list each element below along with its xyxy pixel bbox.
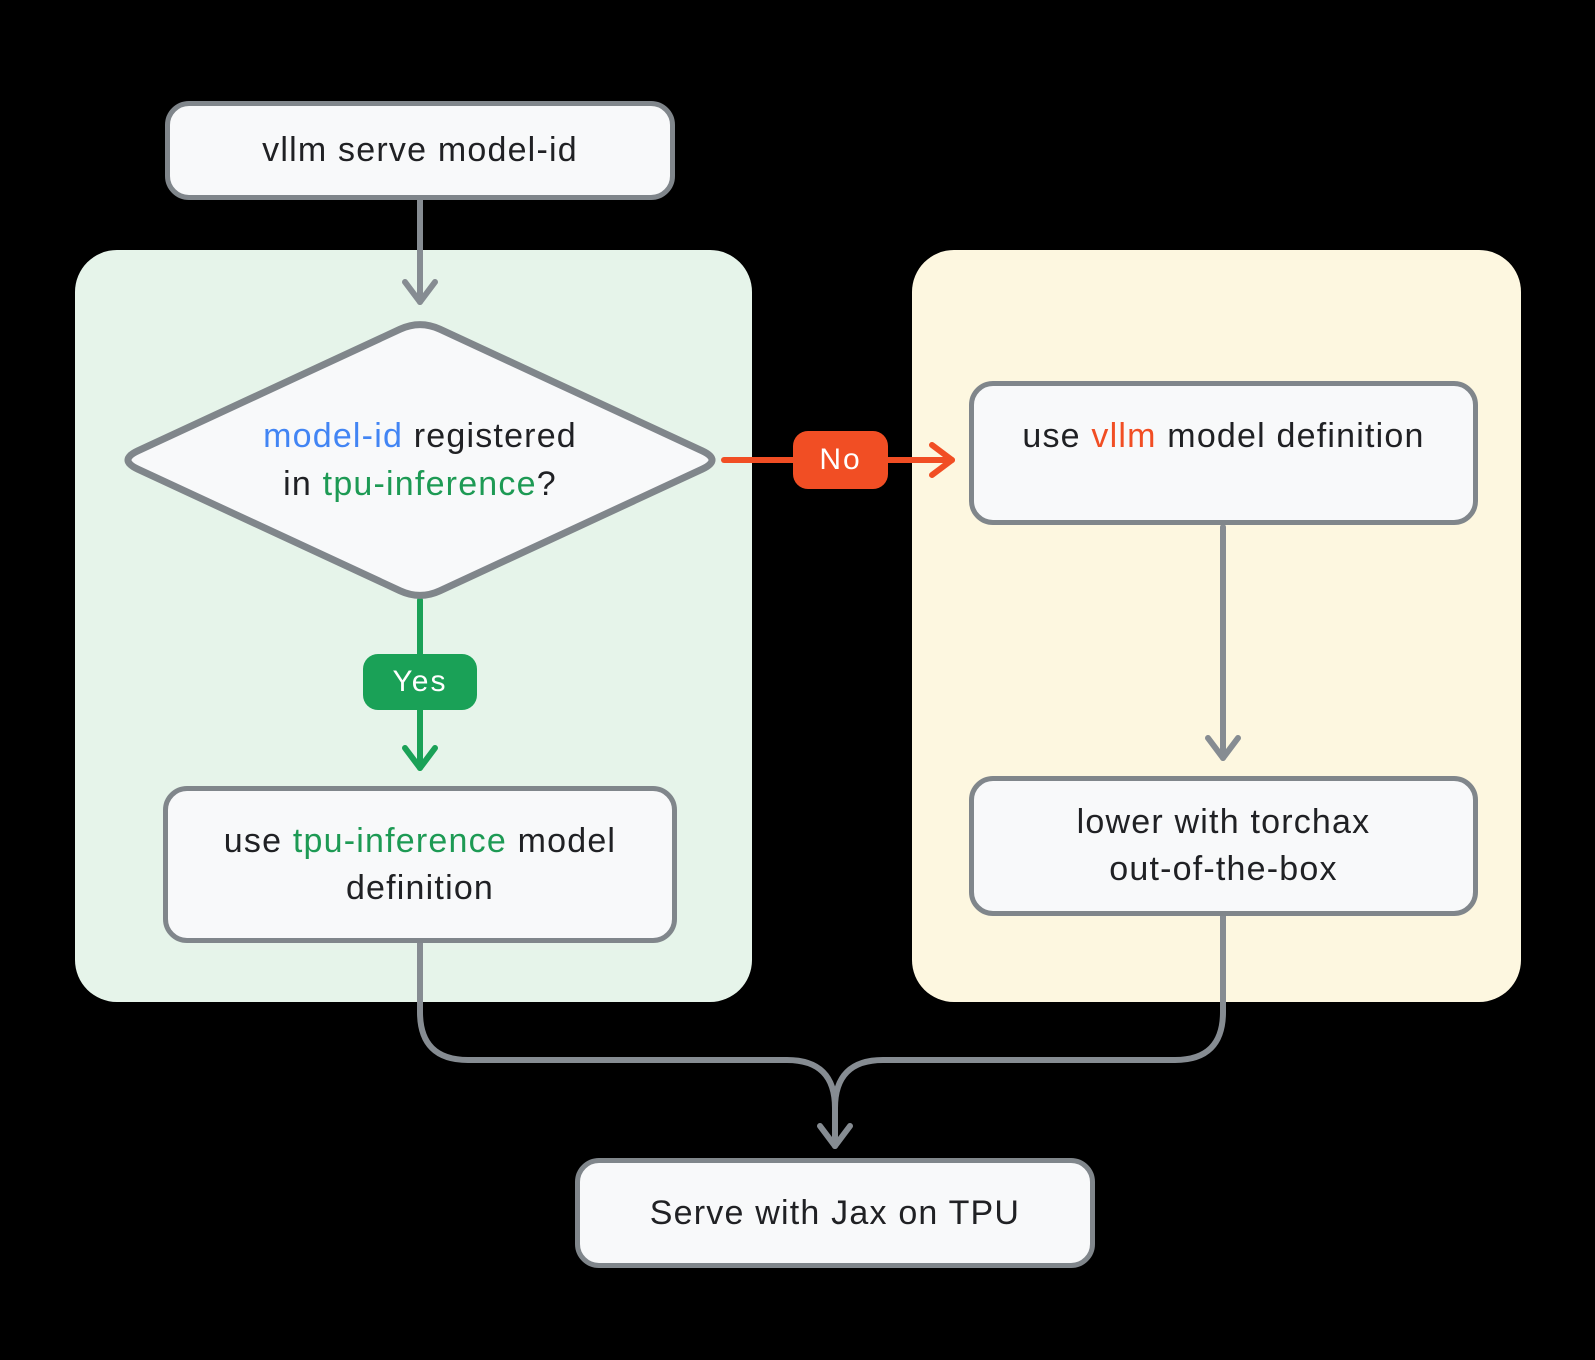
tpu-merge-connector <box>417 940 853 1149</box>
serve-box: Serve with Jax on TPU <box>575 1158 1095 1268</box>
decision-line2: in tpu-inference? <box>283 465 557 503</box>
torchax-line1: lower with torchax <box>1076 803 1371 842</box>
serve-label: Serve with Jax on TPU <box>649 1193 1021 1232</box>
decision-label: model-id registered in tpu-inference? <box>118 330 722 590</box>
torchax-line2: out-of-the-box <box>1109 850 1338 888</box>
yes-badge: Yes <box>363 654 477 710</box>
yes-badge-label: Yes <box>392 665 448 698</box>
vllm-model-box: use vllm model definition <box>969 381 1478 525</box>
model-id-text: model-id <box>263 417 404 455</box>
torchax-box: lower with torchax out-of-the-box <box>969 776 1478 916</box>
vllm-highlight: vllm <box>1091 417 1157 455</box>
vllm-merge-connector <box>832 913 1226 1149</box>
no-badge: No <box>793 431 888 489</box>
tpu-model-box: use tpu-inference model definition <box>163 786 677 943</box>
vllm-model-label: use vllm model definition <box>1022 417 1425 455</box>
tpu-inference-text: tpu-inference <box>322 465 537 503</box>
decision-diamond-shape <box>124 321 716 599</box>
tpu-inference-highlight: tpu-inference <box>292 821 507 860</box>
start-node: vllm serve model-id <box>165 101 675 200</box>
start-label: vllm serve model-id <box>262 131 578 170</box>
tpu-model-label: use tpu-inference model definition <box>223 821 617 907</box>
no-badge-label: No <box>819 443 862 476</box>
decision-line1: model-id registered <box>263 417 577 455</box>
